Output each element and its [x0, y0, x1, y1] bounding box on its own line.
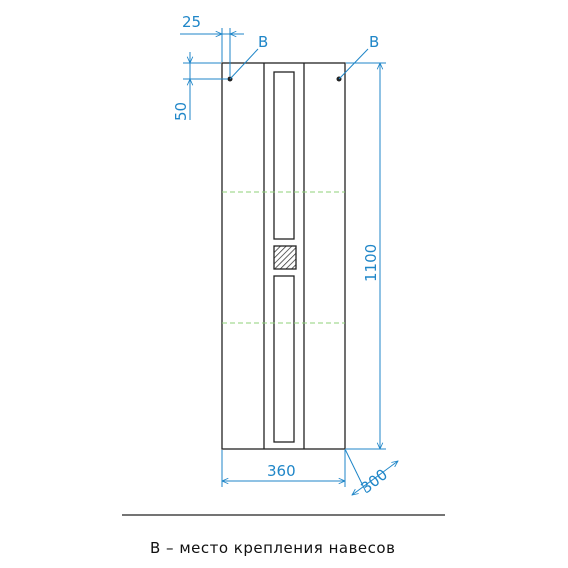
mount-points: B B [227, 33, 379, 82]
dimension-depth [344, 448, 398, 495]
cabinet-front-view [221, 62, 346, 450]
dimension-top-offset-label: 25 [182, 13, 201, 31]
shelf-guides [222, 191, 345, 324]
dimension-vertical-offset [183, 52, 228, 120]
dimension-vertical-offset-label: 50 [172, 102, 190, 121]
dimension-top-offset [180, 28, 244, 76]
mount-leader-right [338, 48, 369, 80]
lower-glass-panel [273, 275, 295, 443]
handle-block [273, 245, 297, 270]
dimension-width [222, 450, 345, 487]
mount-label-left: B [258, 33, 268, 51]
depth-dimline [352, 461, 398, 495]
caption: В – место крепления навесов [150, 539, 395, 557]
mount-leader-left [229, 48, 259, 80]
upper-glass-panel [273, 71, 295, 240]
dimension-width-label: 360 [267, 462, 296, 480]
dimension-height-label: 1100 [362, 244, 380, 282]
cabinet-body [221, 62, 346, 450]
dimension-height [346, 63, 386, 449]
mount-label-right: B [369, 33, 379, 51]
